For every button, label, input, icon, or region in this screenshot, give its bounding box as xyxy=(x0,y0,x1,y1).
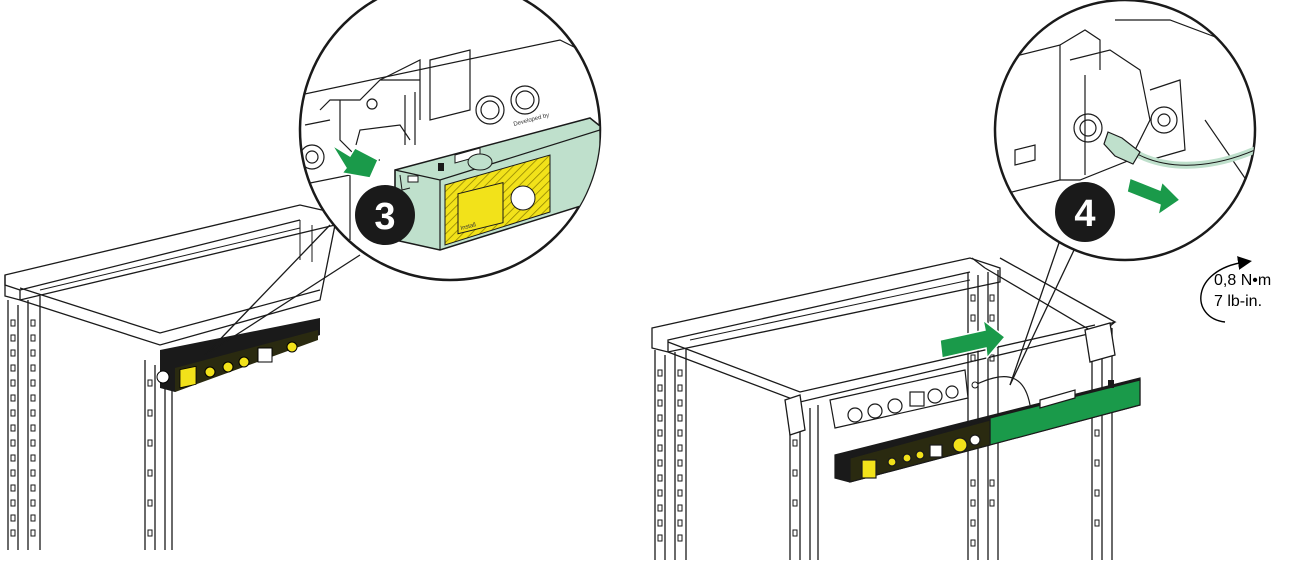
torque-metric: 0,8 N•m xyxy=(1214,272,1271,289)
step-3-number: 3 xyxy=(374,196,395,238)
right-detail-circle: 4 xyxy=(993,0,1257,262)
left-detail-circle: Developed by Install 3 xyxy=(298,0,602,282)
torque-imperial: 7 lb-in. xyxy=(1214,293,1262,310)
torque-indicator: 0,8 N•m 7 lb-in. xyxy=(1200,256,1271,323)
step-4-badge: 4 xyxy=(1055,182,1115,242)
left-rack xyxy=(4,204,336,550)
torque-rotation-arrow-icon xyxy=(1200,256,1252,323)
left-post-holes xyxy=(10,319,36,537)
arrow-green-push xyxy=(939,318,1007,360)
right-mounting-bracket xyxy=(829,369,969,429)
left-pdu xyxy=(156,318,320,392)
right-pdu xyxy=(834,377,1141,483)
right-callout-lines xyxy=(1009,239,1076,386)
ground-cable xyxy=(974,376,1031,406)
arrow-green-left xyxy=(331,144,379,179)
step-3-badge: 3 xyxy=(355,185,415,245)
right-rack xyxy=(651,257,1117,560)
left-callout-lines xyxy=(204,224,361,356)
arrow-green-right xyxy=(1126,176,1182,217)
step-4-number: 4 xyxy=(1074,193,1095,235)
install-label: Install xyxy=(460,222,477,232)
